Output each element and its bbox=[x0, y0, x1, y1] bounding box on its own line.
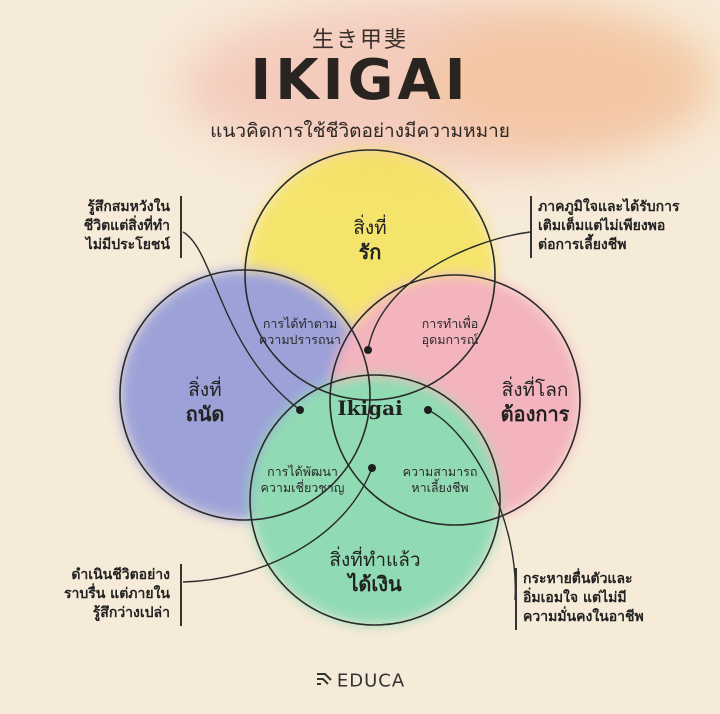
page-title: IKIGAI bbox=[250, 48, 470, 113]
bracket-top-left bbox=[180, 196, 182, 258]
overlap-profession: การได้พัฒนา ความเชี่ยวชาญ bbox=[245, 464, 360, 496]
note-line: ต่อการเลี้ยงชีพ bbox=[538, 237, 627, 253]
note-line: ภาคภูมิใจและได้รับการ bbox=[538, 199, 680, 215]
label-good-at-line2: ถนัด bbox=[185, 402, 225, 426]
overlap-mission: การทำเพื่อ อุดมการณ์ bbox=[395, 316, 505, 348]
note-line: ราบรื่น แต่ภายใน bbox=[63, 586, 170, 602]
overlap-mission-line2: อุดมการณ์ bbox=[421, 332, 479, 347]
japanese-title: 生き甲斐 bbox=[311, 28, 408, 53]
note-line: รู้สึกสมหวังใน bbox=[87, 199, 170, 215]
overlap-profession-line2: ความเชี่ยวชาญ bbox=[260, 480, 345, 495]
connector-top-left bbox=[182, 231, 301, 411]
note-line: ไม่มีประโยชน์ bbox=[85, 237, 170, 253]
label-love: สิ่งที่ รัก bbox=[320, 216, 420, 265]
label-paid-for: สิ่งที่ทำแล้ว ได้เงิน bbox=[300, 548, 450, 597]
note-line: เติมเต็มแต่ไม่เพียงพอ bbox=[538, 218, 666, 234]
overlap-vocation-line1: ความสามารถ bbox=[402, 464, 478, 479]
note-top-left: รู้สึกสมหวังใน ชีวิตแต่สิ่งที่ทำ ไม่มีปร… bbox=[20, 198, 170, 255]
page-subtitle: แนวคิดการใช้ชีวิตอย่างมีความหมาย bbox=[210, 120, 510, 142]
overlap-vocation-line2: หาเลี้ยงชีพ bbox=[411, 480, 469, 495]
educa-logo-icon bbox=[315, 670, 333, 693]
header-wash-orange bbox=[420, 10, 720, 150]
ikigai-center-label: Ikigai bbox=[337, 396, 403, 420]
overlap-passion-line1: การได้ทำตาม bbox=[262, 316, 338, 331]
bracket-bottom-left bbox=[180, 564, 182, 626]
connector-bottom-right bbox=[427, 409, 517, 601]
brand-name: EDUCA bbox=[336, 670, 406, 692]
dot-center-right bbox=[424, 406, 432, 414]
overlap-vocation: ความสามารถ หาเลี้ยงชีพ bbox=[385, 464, 495, 496]
bracket-bottom-right bbox=[515, 568, 517, 630]
connector-bottom-left bbox=[182, 467, 373, 583]
circle-world-needs-outline bbox=[329, 274, 581, 526]
note-line: รู้สึกว่างเปล่า bbox=[92, 605, 170, 621]
label-world-needs: สิ่งที่โลก ต้องการ bbox=[475, 378, 595, 427]
label-world-needs-line1: สิ่งที่โลก bbox=[501, 379, 569, 401]
dot-center-left bbox=[296, 406, 304, 414]
label-love-line1: สิ่งที่ bbox=[353, 217, 387, 239]
note-line: ชีวิตแต่สิ่งที่ทำ bbox=[83, 218, 170, 234]
label-world-needs-line2: ต้องการ bbox=[500, 402, 570, 426]
note-bottom-left: ดำเนินชีวิตอย่าง ราบรื่น แต่ภายใน รู้สึก… bbox=[20, 566, 170, 623]
overlap-mission-line1: การทำเพื่อ bbox=[421, 316, 479, 331]
overlap-passion-line2: ความปรารถนา bbox=[258, 332, 342, 347]
label-love-line2: รัก bbox=[358, 240, 382, 264]
circle-paid-for-outline bbox=[249, 374, 501, 626]
brand-logo: EDUCA bbox=[0, 670, 720, 693]
note-top-right: ภาคภูมิใจและได้รับการ เติมเต็มแต่ไม่เพีย… bbox=[538, 198, 718, 255]
dot-center-bottom bbox=[368, 464, 376, 472]
label-paid-for-line2: ได้เงิน bbox=[348, 572, 402, 596]
label-good-at-line1: สิ่งที่ bbox=[188, 379, 222, 401]
note-line: กระหายตื่นตัวและ bbox=[523, 571, 633, 587]
circle-paid-for-fill bbox=[250, 375, 500, 625]
note-bottom-right: กระหายตื่นตัวและ อิ่มเอมใจ แต่ไม่มี ความ… bbox=[523, 570, 713, 627]
label-good-at: สิ่งที่ ถนัด bbox=[155, 378, 255, 427]
overlap-profession-line1: การได้พัฒนา bbox=[267, 464, 338, 479]
overlap-passion: การได้ทำตาม ความปรารถนา bbox=[245, 316, 355, 348]
dot-center-top bbox=[364, 346, 372, 354]
note-line: ดำเนินชีวิตอย่าง bbox=[71, 567, 170, 583]
bracket-top-right bbox=[530, 196, 532, 258]
circle-good-at-outline bbox=[119, 269, 371, 521]
note-line: ความมั่นคงในอาชีพ bbox=[523, 609, 644, 625]
note-line: อิ่มเอมใจ แต่ไม่มี bbox=[523, 590, 627, 606]
connector-top-right bbox=[367, 231, 531, 351]
label-paid-for-line1: สิ่งที่ทำแล้ว bbox=[329, 549, 421, 571]
